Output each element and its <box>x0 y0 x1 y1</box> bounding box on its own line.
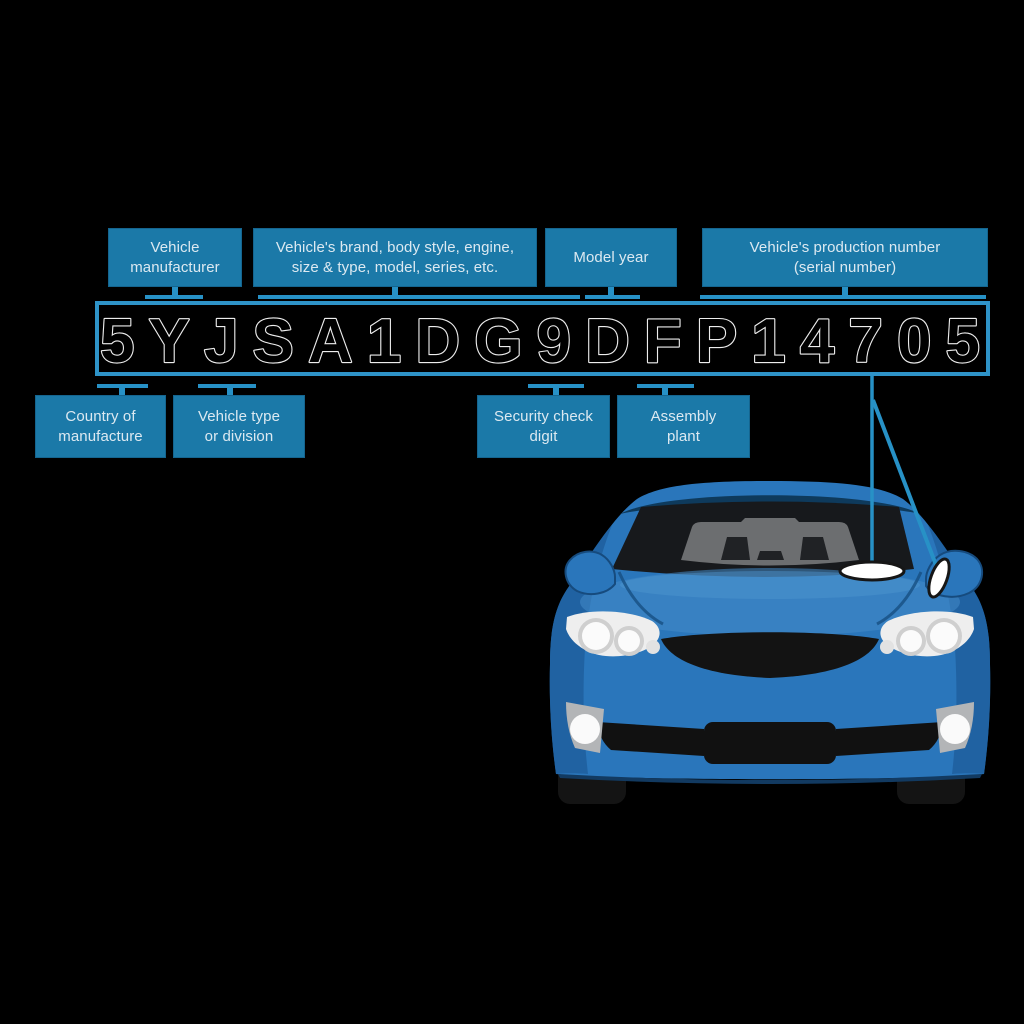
headlight-left <box>566 611 660 657</box>
headlight-left-bulb1 <box>582 622 610 650</box>
headlight-right-bulb1 <box>930 622 958 650</box>
fog-lamp-right <box>936 702 974 753</box>
headlight-left-bulb2 <box>618 630 640 652</box>
label-assembly-plant: Assembly plant <box>617 395 750 458</box>
label-line: Vehicle's brand, body style, engine, <box>275 239 515 257</box>
label-production-number: Vehicle's production number (serial numb… <box>702 228 988 287</box>
bumper-lip <box>558 774 982 784</box>
headlight-right-bulb2 <box>900 630 922 652</box>
label-line: Vehicle <box>150 239 200 257</box>
interior-console <box>757 551 784 560</box>
hood-crease-right <box>876 571 923 626</box>
bumper-intake <box>704 722 836 764</box>
label-vehicle-type: Vehicle type or division <box>173 395 305 458</box>
vin-plate-doorjamb <box>927 557 951 599</box>
headrest-right <box>800 537 829 560</box>
headlight-right-bulb3 <box>880 640 894 654</box>
label-line: (serial number) <box>793 258 897 276</box>
vin-location-pointers <box>838 376 951 599</box>
top-connectors <box>145 283 986 299</box>
label-line: or division <box>204 427 274 445</box>
label-security-check-digit: Security check digit <box>477 395 610 458</box>
label-line: Country of <box>65 408 136 426</box>
label-vehicle-manufacturer: Vehicle manufacturer <box>108 228 242 287</box>
car-shade-right <box>928 525 991 774</box>
side-mirror-left <box>564 550 616 596</box>
label-line: Security check <box>494 408 593 426</box>
vin-text: 5YJSA1DG9DFP14705 <box>100 307 980 376</box>
car-illustration <box>549 481 991 804</box>
bumper-trim-right <box>836 722 943 756</box>
hood-highlight <box>580 568 960 636</box>
label-line: manufacturer <box>130 258 220 276</box>
vin-plate-windshield <box>838 560 906 582</box>
headlight-right <box>880 611 974 657</box>
label-line: plant <box>666 427 701 445</box>
label-country-of-manufacture: Country of manufacture <box>35 395 166 458</box>
fog-lamp-left-bulb <box>570 714 600 744</box>
label-line: Assembly <box>650 408 717 426</box>
car-shade-left <box>549 525 612 774</box>
label-line: size & type, model, series, etc. <box>291 258 499 276</box>
headrest-left <box>721 537 750 560</box>
vin-box <box>95 301 990 376</box>
hood-crease-left <box>617 571 664 626</box>
fog-lamp-left <box>566 702 604 753</box>
bumper-trim-left <box>597 722 704 756</box>
fog-lamp-right-bulb <box>940 714 970 744</box>
grille <box>661 632 879 678</box>
label-brand-body-style: Vehicle's brand, body style, engine, siz… <box>253 228 537 287</box>
headlight-left-bulb3 <box>646 640 660 654</box>
label-model-year: Model year <box>545 228 677 287</box>
label-line: manufacture <box>58 427 143 445</box>
label-line: Vehicle's production number <box>749 239 941 257</box>
label-line: Model year <box>573 248 649 266</box>
label-line: digit <box>529 427 558 445</box>
hood-sheen <box>620 571 920 599</box>
pointer-line-diagonal <box>871 399 938 566</box>
label-line: Vehicle type <box>197 408 281 426</box>
